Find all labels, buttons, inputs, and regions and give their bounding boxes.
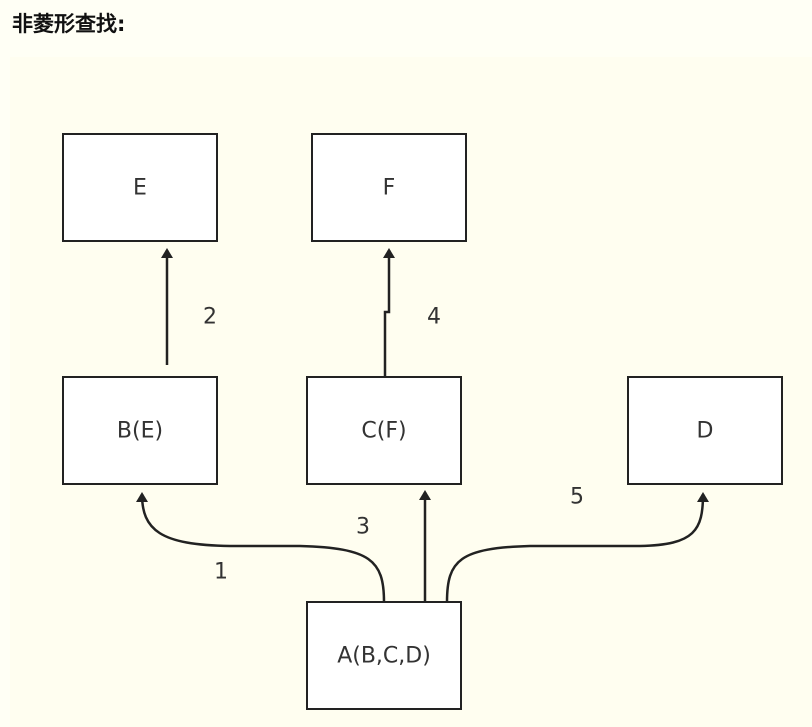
edge-c-to-f xyxy=(383,248,395,377)
edge-a-to-d xyxy=(445,492,709,603)
edge-label-3: 3 xyxy=(356,515,370,540)
edge-label-1: 1 xyxy=(214,560,228,585)
edge-label-5: 5 xyxy=(570,485,584,510)
node-e-label: E xyxy=(133,176,147,201)
page-title: 非菱形查找: xyxy=(12,12,126,36)
node-a: A(B,C,D) xyxy=(306,601,462,710)
edge-label-2: 2 xyxy=(203,305,217,330)
node-c: C(F) xyxy=(306,376,462,485)
edge-a-to-b xyxy=(136,492,386,603)
node-f-label: F xyxy=(383,176,396,201)
node-d-label: D xyxy=(697,419,714,444)
node-d: D xyxy=(627,376,783,485)
node-c-label: C(F) xyxy=(361,419,406,444)
node-a-label: A(B,C,D) xyxy=(337,644,431,669)
edge-label-4: 4 xyxy=(427,305,441,330)
node-e: E xyxy=(62,133,218,242)
node-b: B(E) xyxy=(62,376,218,485)
node-f: F xyxy=(311,133,467,242)
node-b-label: B(E) xyxy=(117,419,163,444)
